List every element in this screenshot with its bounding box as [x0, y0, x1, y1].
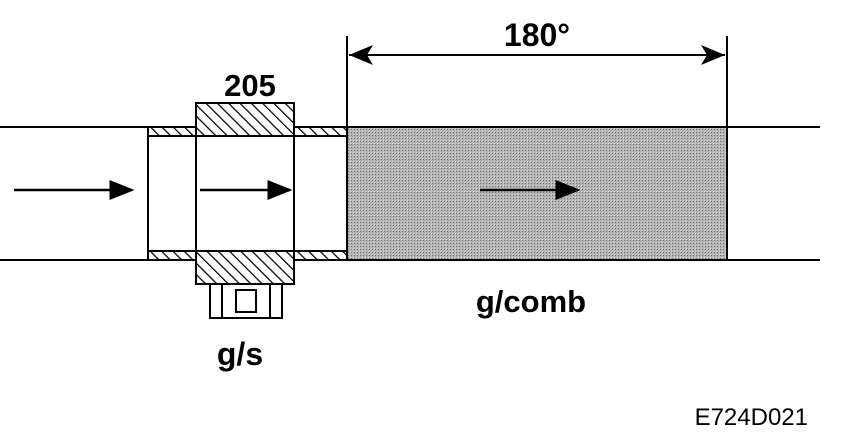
angle-label: 180° — [504, 17, 570, 53]
combustion-label: g/comb — [476, 284, 586, 319]
combustion-chamber — [346, 126, 728, 261]
flow-tube — [147, 126, 348, 261]
intake-pipe — [0, 126, 820, 261]
angle-dimension — [346, 36, 728, 127]
mass-airflow-sensor — [195, 102, 295, 285]
figure-code: E724D021 — [695, 404, 808, 431]
sensor-name-label: g/s — [217, 336, 263, 372]
sensor-number-label: 205 — [224, 68, 276, 103]
sensor-connector — [209, 283, 283, 319]
